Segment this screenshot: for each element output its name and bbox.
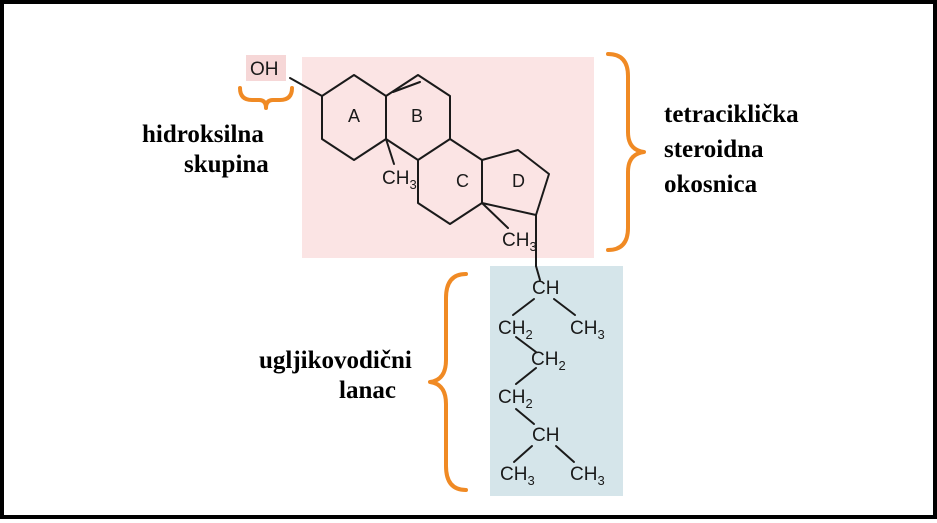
cholesterol-diagram: OH A B C D CH3 CH3 CH CH2 CH3 CH2 CH2 CH… (142, 52, 799, 496)
hydroxyl-highlight (246, 55, 286, 81)
methyl-group-c13: CH3 (502, 230, 537, 254)
ring-a-label: A (348, 106, 360, 126)
steroid-backbone-label-line1: tetraciklička (664, 101, 799, 128)
steroid-brace (606, 52, 646, 252)
hydrocarbon-chain-label-line2: lanac (339, 377, 396, 404)
chain-ch2-middle: CH2 (531, 349, 566, 373)
chain-ch2-left: CH2 (498, 318, 533, 342)
chain-brace (428, 272, 468, 492)
chain-ch-top: CH (532, 278, 559, 299)
chain-ch3-left: CH3 (500, 464, 535, 488)
hydroxyl-brace (238, 86, 294, 110)
chain-ch3-right-end: CH3 (570, 464, 605, 488)
hydroxyl-label: OH (250, 59, 279, 80)
chain-ch2-lower: CH2 (498, 387, 533, 411)
steroid-backbone-box (302, 57, 594, 258)
chain-ch3-right: CH3 (570, 318, 605, 342)
chain-ch-bottom: CH (532, 425, 559, 446)
steroid-backbone-label-line2: steroidna (664, 136, 764, 163)
hydroxyl-group-label-line2: skupina (184, 151, 269, 178)
steroid-backbone-label-line3: okosnica (664, 171, 758, 198)
molecule-bonds (289, 74, 576, 463)
hydrocarbon-chain-label-line1: ugljikovodični (259, 347, 412, 374)
hydroxyl-group-label-line1: hidroksilna (142, 121, 264, 148)
ring-c-label: C (456, 171, 469, 191)
ring-d-label: D (512, 171, 525, 191)
hydrocarbon-chain-box (490, 266, 623, 496)
ring-b-label: B (411, 106, 423, 126)
methyl-group-c10: CH3 (382, 168, 417, 192)
